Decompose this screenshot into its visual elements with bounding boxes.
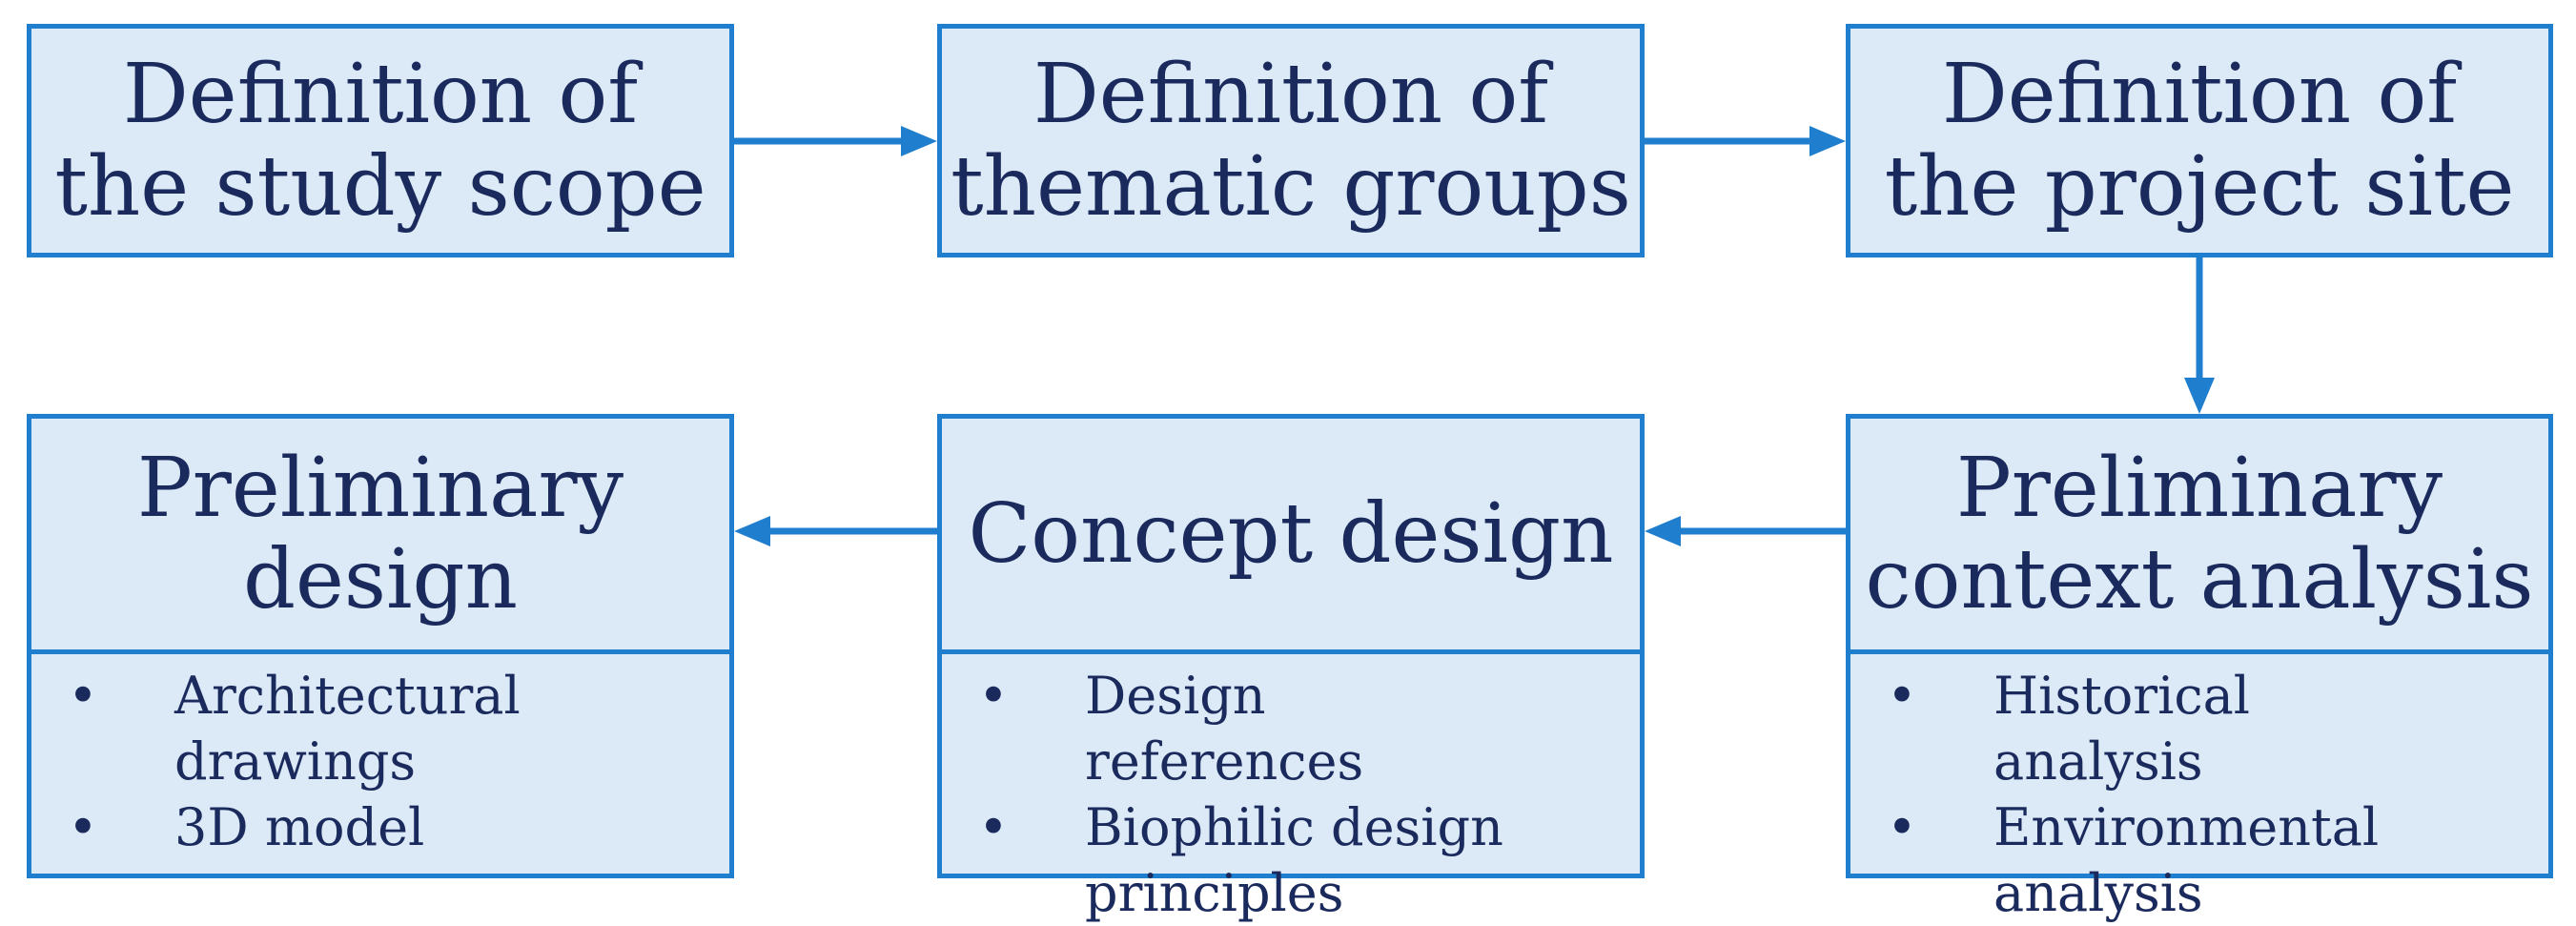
arrow-thematic-to-site	[1645, 126, 1846, 156]
node-thematic-groups-title: Definition of thematic groups	[942, 29, 1640, 253]
node-context-analysis: Preliminary context analysis •Historical…	[1846, 414, 2553, 923]
title-line: design	[242, 532, 518, 628]
title-line: Preliminary	[136, 440, 624, 536]
node-preliminary-design-title: Preliminary design	[31, 419, 729, 649]
node-thematic-groups: Definition of thematic groups	[937, 24, 1645, 257]
title-line: Definition of	[1941, 47, 2458, 143]
node-study-scope-title: Definition of the study scope	[31, 29, 729, 253]
node-project-site-title: Definition of the project site	[1850, 29, 2548, 253]
bullet-item: •Design references	[978, 666, 1364, 792]
title-line: Definition of	[1032, 47, 1549, 143]
node-context-analysis-title: Preliminary context analysis	[1850, 419, 2548, 649]
bullet-list: •Design references •Biophilic design pri…	[942, 663, 1552, 926]
bullet-list: •Architectural drawings •3D model	[31, 663, 527, 860]
arrow-context-to-concept	[1645, 516, 1846, 546]
arrow-site-to-context	[2184, 257, 2215, 414]
bullet-item: •3D model	[68, 797, 425, 858]
node-project-site: Definition of the project site	[1846, 24, 2553, 257]
bullet-item: •Historical analysis	[1887, 666, 2251, 792]
divider-line	[1850, 649, 2548, 654]
divider-line	[31, 649, 729, 654]
arrow-scope-to-thematic	[734, 126, 937, 156]
arrow-concept-to-preliminary	[734, 516, 937, 546]
title-line: thematic groups	[951, 138, 1631, 235]
title-line: Definition of	[122, 47, 639, 143]
bullet-item: •Architectural drawings	[68, 666, 521, 792]
node-concept-design-title: Concept design	[942, 419, 1640, 649]
title-line: the study scope	[54, 138, 706, 235]
title-line: context analysis	[1865, 532, 2534, 628]
connector-arrows	[734, 126, 2215, 546]
title-line: Concept design	[968, 485, 1614, 582]
node-preliminary-design: Preliminary design •Architectural drawin…	[27, 414, 734, 878]
divider-line	[942, 649, 1640, 654]
node-study-scope: Definition of the study scope	[27, 24, 734, 257]
node-concept-design: Concept design •Design references •Bioph…	[937, 414, 1645, 923]
title-line: the project site	[1884, 138, 2515, 235]
title-line: Preliminary	[1955, 440, 2443, 536]
